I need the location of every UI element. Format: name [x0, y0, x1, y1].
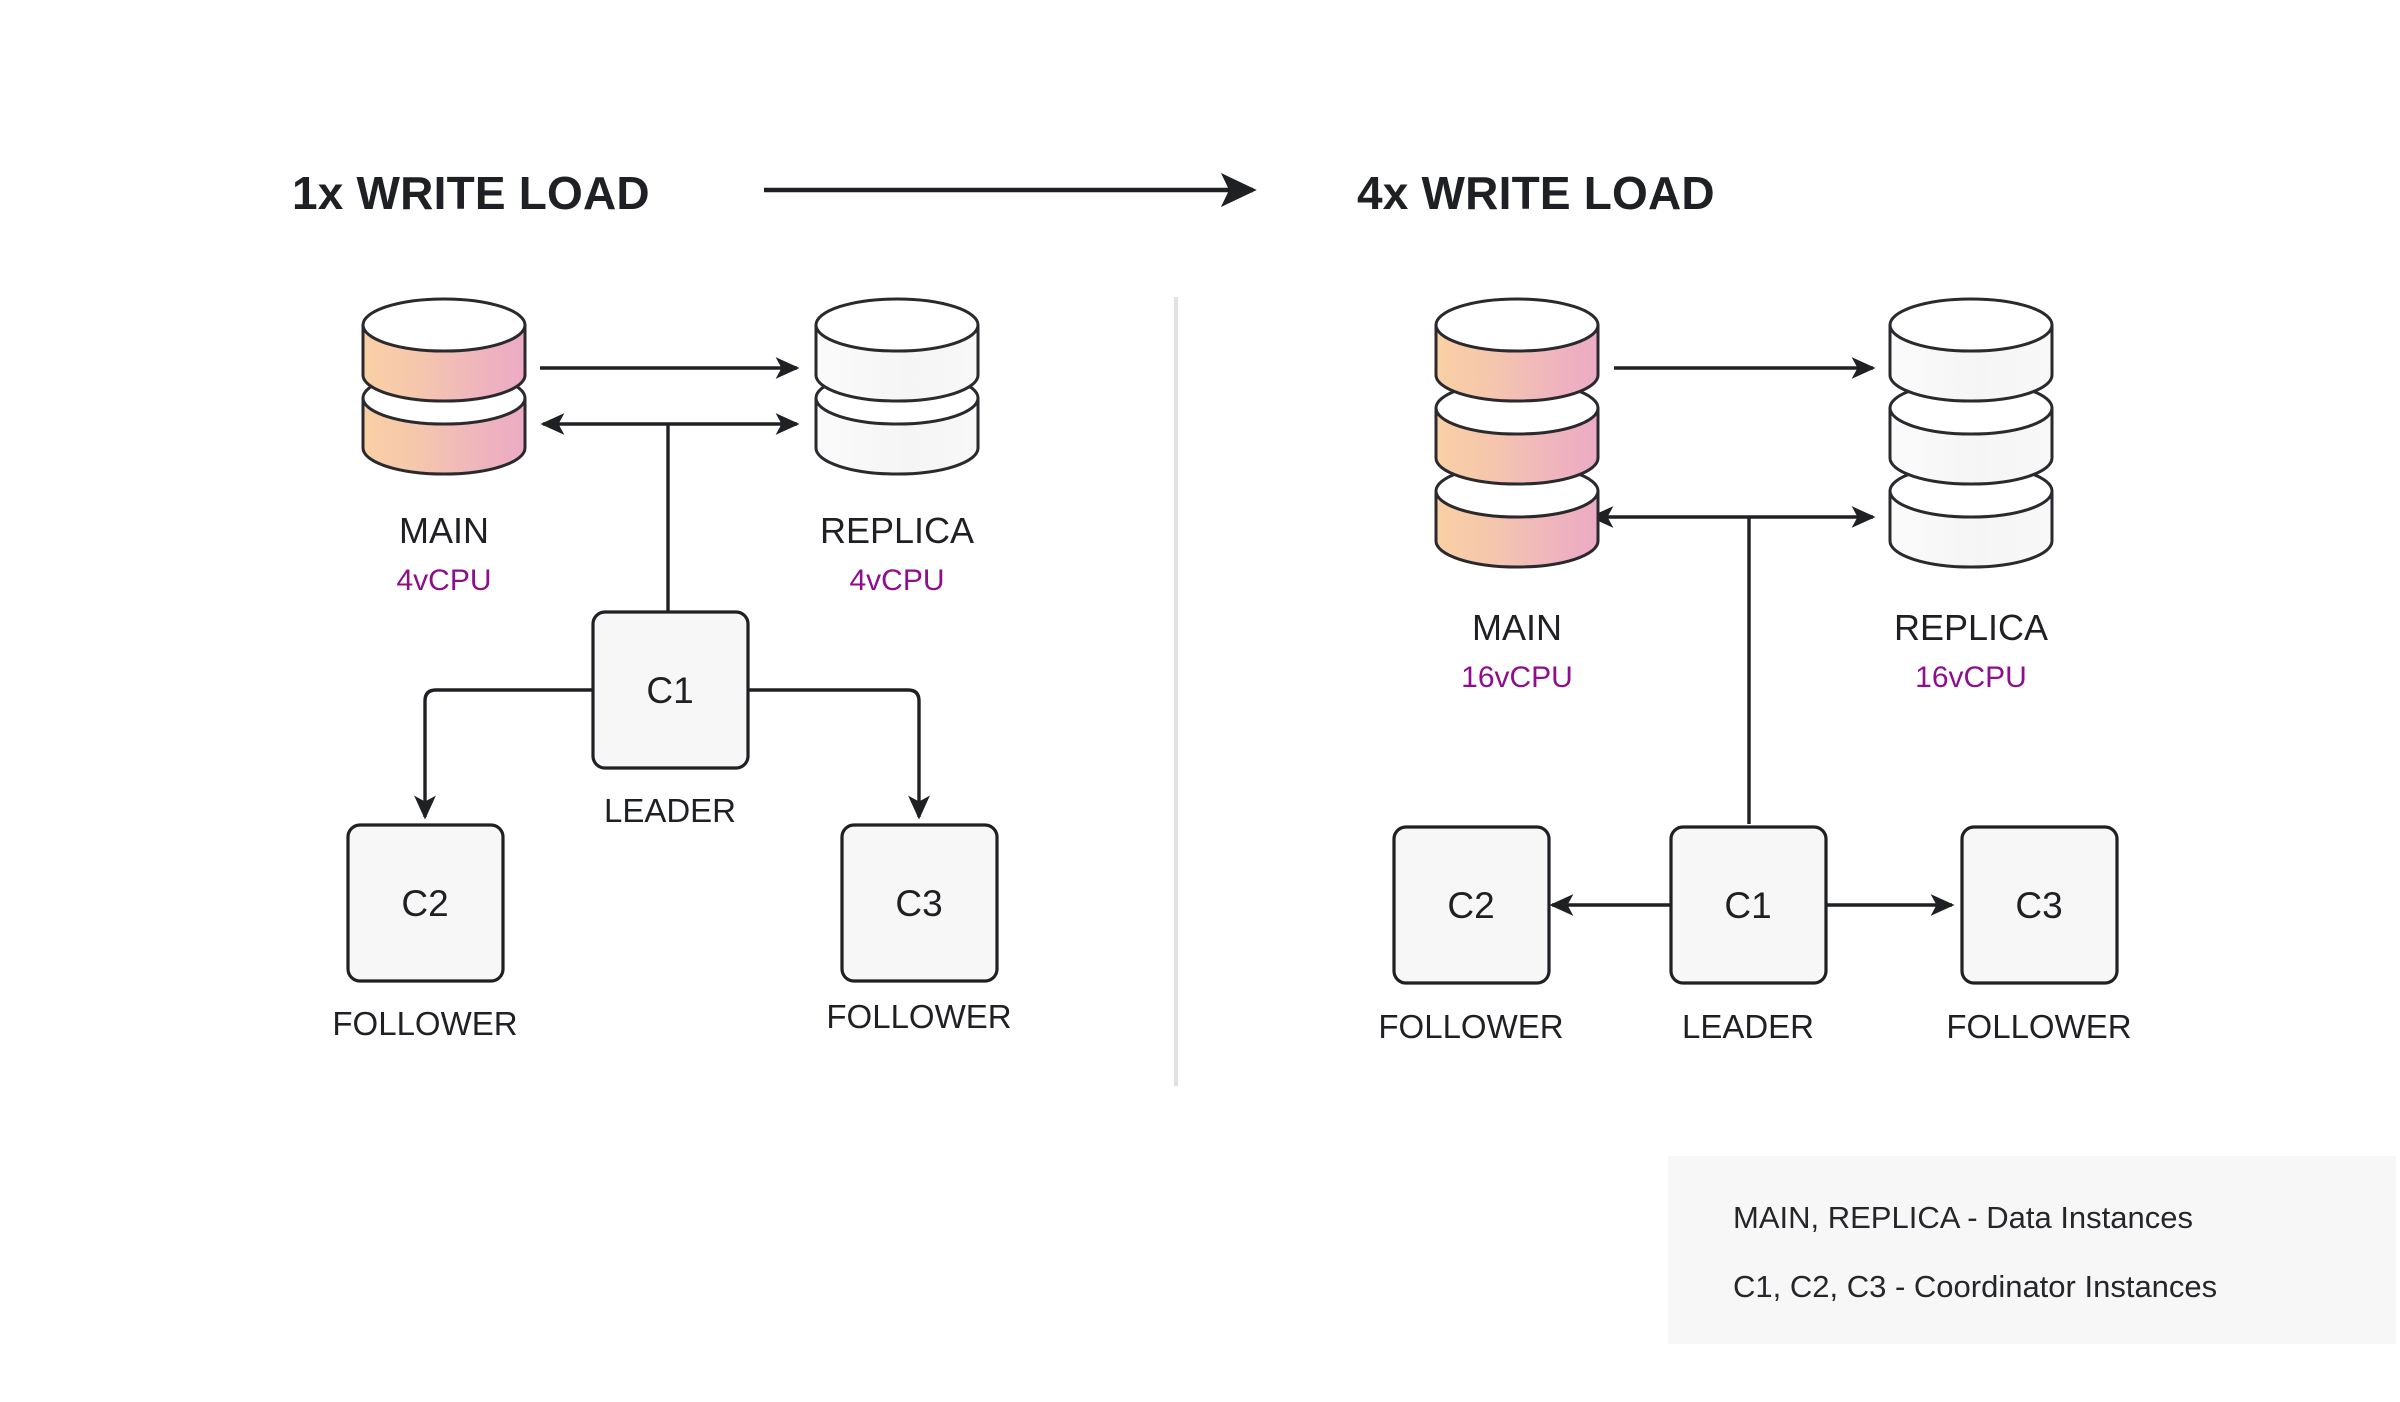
node-c3-right-role: FOLLOWER [1946, 1008, 2131, 1045]
node-c3-right-label: C3 [2015, 885, 2062, 926]
node-c1-right-label: C1 [1724, 885, 1771, 926]
right-connections [1549, 357, 1955, 916]
edge-c1-to-c3 [748, 688, 930, 820]
db-main-left-cpu: 4vCPU [396, 564, 491, 597]
db-disc [1888, 297, 2054, 403]
edge-c1-to-c2 [414, 688, 593, 820]
legend-line-coordinator-instances: C1, C2, C3 - Coordinator Instances [1733, 1269, 2217, 1304]
panel-left: MAIN 4vCPU REPLICA 4vCPU C1 LEADER C2 FO… [332, 297, 1012, 1042]
legend: MAIN, REPLICA - Data Instances C1, C2, C… [1668, 1156, 2396, 1344]
db-replica-left [814, 297, 980, 476]
legend-background [1668, 1156, 2396, 1344]
node-c2-right-label: C2 [1447, 885, 1494, 926]
node-c1-left-role: LEADER [604, 792, 736, 829]
node-c2-right[interactable]: C2 [1392, 825, 1551, 985]
db-replica-right-cpu: 16vCPU [1915, 661, 2027, 694]
db-replica-left-label: REPLICA [820, 510, 974, 551]
left-connections [414, 357, 930, 820]
db-disc [361, 297, 527, 403]
db-disc [814, 297, 980, 403]
node-c3-right[interactable]: C3 [1960, 825, 2119, 985]
node-c2-left[interactable]: C2 [346, 823, 505, 983]
node-c3-left[interactable]: C3 [840, 823, 999, 983]
node-c1-right-role: LEADER [1682, 1008, 1814, 1045]
db-replica-right-label: REPLICA [1894, 607, 2048, 648]
panel-title-left: 1x WRITE LOAD [292, 167, 650, 219]
db-replica-right [1888, 297, 2054, 569]
node-c1-left[interactable]: C1 [591, 610, 750, 770]
node-c1-right[interactable]: C1 [1669, 825, 1828, 985]
panel-title-right: 4x WRITE LOAD [1357, 167, 1715, 219]
db-main-right-cpu: 16vCPU [1461, 661, 1573, 694]
db-replica-left-cpu: 4vCPU [849, 564, 944, 597]
legend-line-data-instances: MAIN, REPLICA - Data Instances [1733, 1200, 2193, 1235]
node-c2-right-role: FOLLOWER [1378, 1008, 1563, 1045]
node-c2-left-label: C2 [401, 883, 448, 924]
node-c1-left-label: C1 [646, 670, 693, 711]
db-main-right-label: MAIN [1472, 607, 1562, 648]
node-c3-left-label: C3 [895, 883, 942, 924]
db-main-left [361, 297, 527, 476]
node-c3-left-role: FOLLOWER [826, 998, 1011, 1035]
panel-right: MAIN 16vCPU REPLICA 16vCPU C2 FOLLOWER [1378, 297, 2132, 1045]
db-main-left-label: MAIN [399, 510, 489, 551]
db-main-right [1434, 297, 1600, 569]
db-disc [1434, 297, 1600, 403]
node-c2-left-role: FOLLOWER [332, 1005, 517, 1042]
